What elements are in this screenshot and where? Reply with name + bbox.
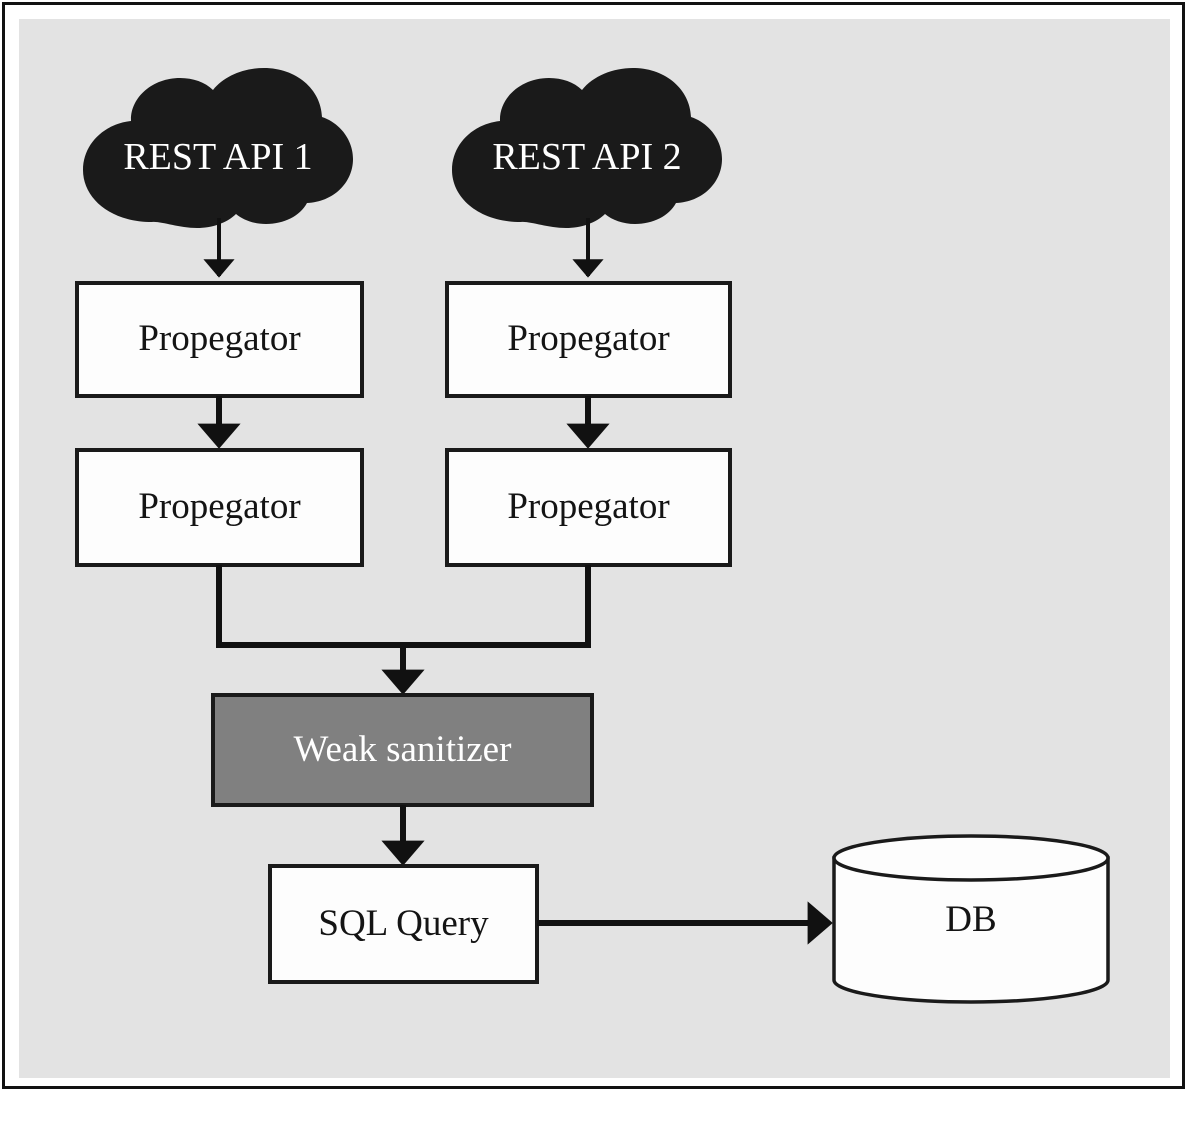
propegator-4-node[interactable] bbox=[447, 450, 730, 565]
propegator-1-node[interactable] bbox=[77, 283, 362, 396]
propegator-2-node[interactable] bbox=[77, 450, 362, 565]
db-node[interactable] bbox=[834, 836, 1108, 1002]
rest-api-1-node[interactable] bbox=[83, 68, 353, 228]
propegator-3-node[interactable] bbox=[447, 283, 730, 396]
weak-sanitizer-node[interactable] bbox=[213, 695, 592, 805]
sql-query-node[interactable] bbox=[270, 866, 537, 982]
rest-api-2-node[interactable] bbox=[452, 68, 722, 228]
